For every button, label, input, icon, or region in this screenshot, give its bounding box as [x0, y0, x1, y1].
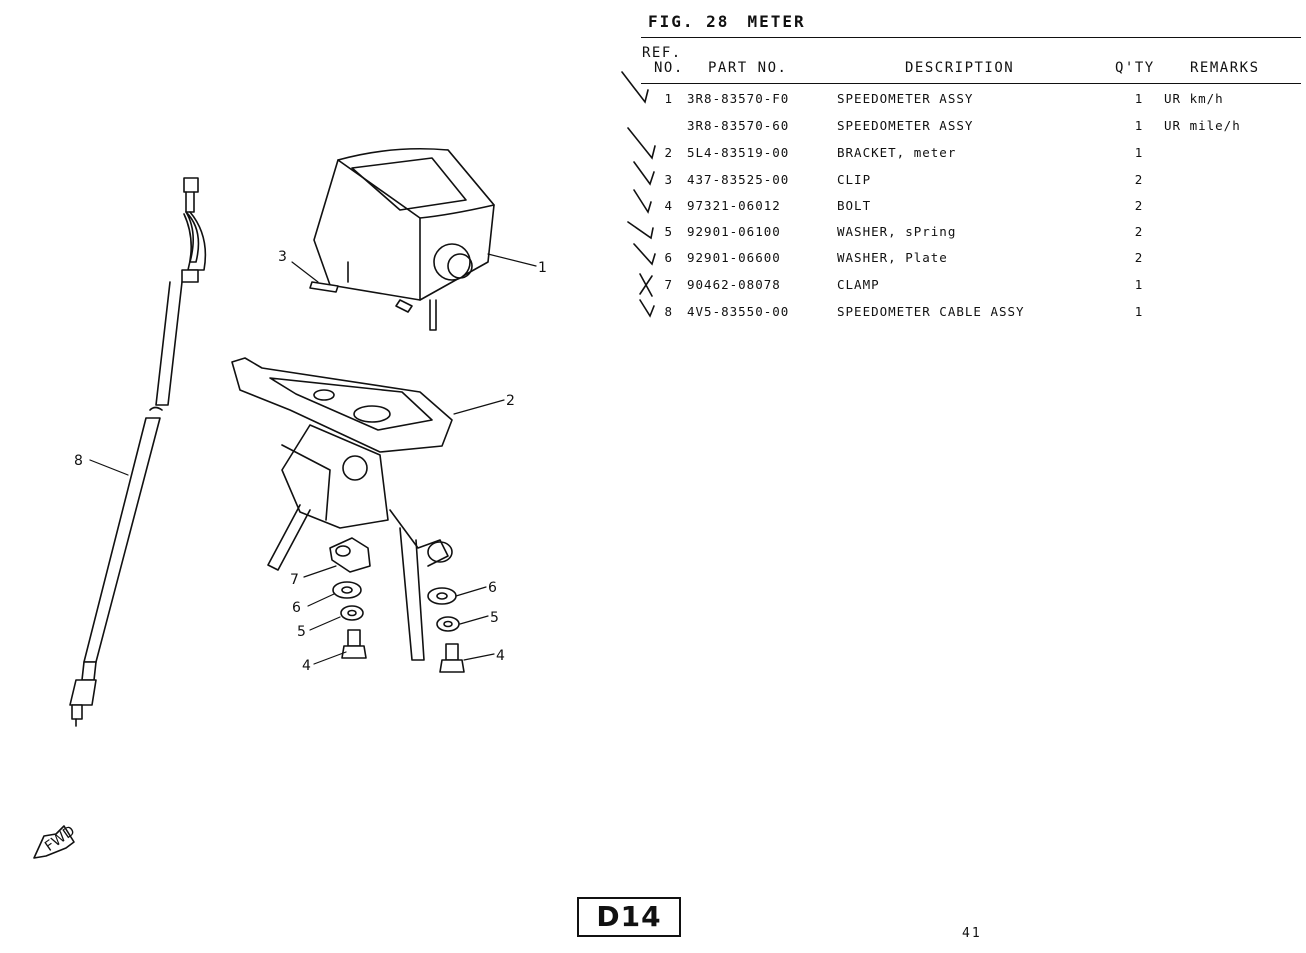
ref-no: 5 [664, 224, 673, 239]
description: SPEEDOMETER ASSY [837, 91, 974, 106]
header-divider [641, 83, 1301, 84]
remarks: UR mile/h [1164, 118, 1241, 133]
check-mark-icon [633, 189, 652, 214]
callout-1: 1 [538, 260, 547, 276]
quantity: 1 [1134, 91, 1144, 106]
page-number: 41 [962, 926, 982, 941]
title-divider [641, 37, 1301, 38]
callout-6-left: 6 [292, 600, 301, 616]
description: SPEEDOMETER ASSY [837, 118, 974, 133]
header-qty: Q'TY [1115, 60, 1155, 76]
remarks: UR km/h [1164, 91, 1224, 106]
speedometer-assy [313, 147, 495, 331]
header-part-no: PART NO. [708, 60, 788, 76]
ref-no: 1 [664, 91, 673, 106]
description: WASHER, sPring [837, 224, 957, 239]
header-ref: REF. [642, 45, 682, 61]
description: CLIP [837, 172, 872, 187]
description: BRACKET, meter [837, 145, 957, 160]
ref-no: 6 [664, 250, 673, 265]
figure-title: FIG. 28 METER [648, 12, 806, 31]
callout-3: 3 [278, 249, 287, 265]
check-mark-icon [627, 127, 656, 160]
callout-4-right: 4 [496, 648, 505, 664]
description: BOLT [837, 198, 872, 213]
callout-6-right: 6 [488, 580, 497, 596]
part-no: 90462-08078 [687, 277, 781, 292]
quantity: 2 [1134, 172, 1144, 187]
quantity: 2 [1134, 198, 1144, 213]
check-marks [621, 71, 656, 318]
check-mark-icon [639, 299, 655, 318]
part-no: 3R8-83570-F0 [687, 91, 790, 106]
ref-no: 7 [664, 277, 673, 292]
washers-and-bolts [332, 581, 465, 673]
quantity: 2 [1134, 250, 1144, 265]
ref-no: 3 [664, 172, 673, 187]
description: WASHER, Plate [837, 250, 948, 265]
header-remarks: REMARKS [1190, 60, 1260, 76]
callout-5-right: 5 [490, 610, 499, 626]
ref-no: 8 [664, 304, 673, 319]
ref-no: 4 [664, 198, 673, 213]
figure-label: FIG. 28 [648, 12, 730, 31]
section-code: D14 [577, 897, 681, 937]
description: SPEEDOMETER CABLE ASSY [837, 304, 1025, 319]
clamp [329, 537, 371, 573]
check-mark-icon [627, 221, 654, 240]
callout-2: 2 [506, 393, 515, 409]
header-no: NO. [654, 60, 684, 76]
speedometer-cable [69, 177, 207, 727]
part-no: 92901-06100 [687, 224, 781, 239]
part-no: 97321-06012 [687, 198, 781, 213]
check-mark-icon [633, 243, 656, 266]
quantity: 1 [1134, 118, 1144, 133]
callout-4-left: 4 [302, 658, 311, 674]
check-mark-icon [633, 161, 655, 186]
fwd-arrow-icon [33, 825, 75, 859]
figure-name: METER [747, 12, 806, 31]
check-mark-icon [639, 273, 653, 297]
ref-no: 2 [664, 145, 673, 160]
header-description: DESCRIPTION [905, 60, 1015, 76]
part-no: 92901-06600 [687, 250, 781, 265]
leader-lines [89, 253, 537, 665]
callout-7: 7 [290, 572, 299, 588]
callout-8: 8 [74, 453, 83, 469]
quantity: 1 [1134, 277, 1144, 292]
part-no: 437-83525-00 [687, 172, 790, 187]
part-no: 4V5-83550-00 [687, 304, 790, 319]
callout-5-left: 5 [297, 624, 306, 640]
quantity: 1 [1134, 304, 1144, 319]
quantity: 2 [1134, 224, 1144, 239]
part-no: 5L4-83519-00 [687, 145, 790, 160]
part-no: 3R8-83570-60 [687, 118, 790, 133]
check-mark-icon [621, 71, 649, 104]
meter-bracket [231, 357, 453, 661]
exploded-diagram: 1 2 3 8 7 6 5 4 6 5 4 FWD [33, 147, 547, 859]
quantity: 1 [1134, 145, 1144, 160]
description: CLAMP [837, 277, 880, 292]
